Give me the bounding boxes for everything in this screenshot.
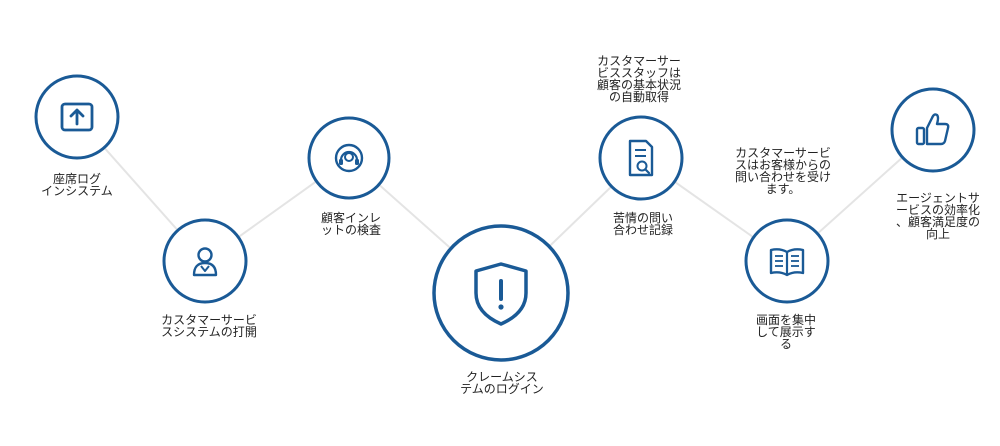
thumbs-up-icon [915,113,950,146]
step-label-line: インシステム [41,184,113,198]
annotation-line: ます。 [765,182,801,196]
step-label-open-system: カスタマーサービ スシステムの打開 [136,314,282,338]
annotation-line: 顧客の基本状況 [596,78,681,92]
headset-icon [334,143,364,173]
process-nodes [34,74,976,362]
step-label-line: ービスの効率化 [895,203,980,217]
step-label-line: る [779,337,792,351]
step-label-line: 苦情の問い [612,211,673,225]
annotation-top-note: カスタマーサー ビススタッフは 顧客の基本状況 の自動取得 [580,55,698,103]
open-book-icon [769,248,805,277]
annotation-line: カスタマーサー [597,54,681,68]
step-label-display: 画面を集中 して展示す る [736,314,836,350]
step-label-line: ットの検査 [320,223,381,237]
step-label-line: 顧客インレ [320,211,381,225]
process-node [307,116,391,200]
step-label-inlet-check: 顧客インレ ットの検査 [298,212,404,236]
user-icon [192,247,218,277]
step-label-line: して展示す [756,325,816,339]
annotation-line: 問い合わせを受け [734,170,831,184]
step-label-complaint-record: 苦情の問い 合わせ記録 [590,212,696,236]
step-label-line: 合わせ記録 [612,223,673,237]
annotation-right-note: カスタマーサービ スはお客様からの 問い合わせを受け ます。 [722,147,844,195]
step-label-line: 画面を集中 [755,313,816,327]
annotation-line: ビススタッフは [596,66,681,80]
process-node [890,87,976,173]
step-label-line: 座席ログ [52,172,101,186]
node-ring [890,87,976,173]
annotation-line: の自動取得 [608,90,669,104]
node-ring [598,115,684,201]
step-label-line: テムのログイン [460,382,544,396]
process-node [744,218,830,304]
step-label-line: クレームシス [466,370,538,384]
step-label-line: 、顧客満足度の [895,215,980,229]
document-search-icon [628,139,654,177]
annotation-line: カスタマーサービ [735,146,831,160]
annotation-line: スはお客様からの [734,158,831,172]
step-label-line: エージェントサ [896,191,980,205]
process-node [598,115,684,201]
upload-icon [60,102,94,132]
node-ring [307,116,391,200]
step-label-efficiency: エージェントサ ービスの効率化 、顧客満足度の 向上 [884,192,992,240]
step-label-line: カスタマーサービ [161,313,257,327]
step-label-line: 向上 [925,227,950,241]
process-node [432,224,570,362]
process-node [162,218,248,304]
step-label-login: 座席ログ インシステム [18,173,136,197]
step-label-line: スシステムの打開 [161,325,257,339]
shield-alert-icon [474,262,528,326]
step-label-claim-login: クレームシス テムのログイン [440,371,564,395]
process-node [34,74,120,160]
